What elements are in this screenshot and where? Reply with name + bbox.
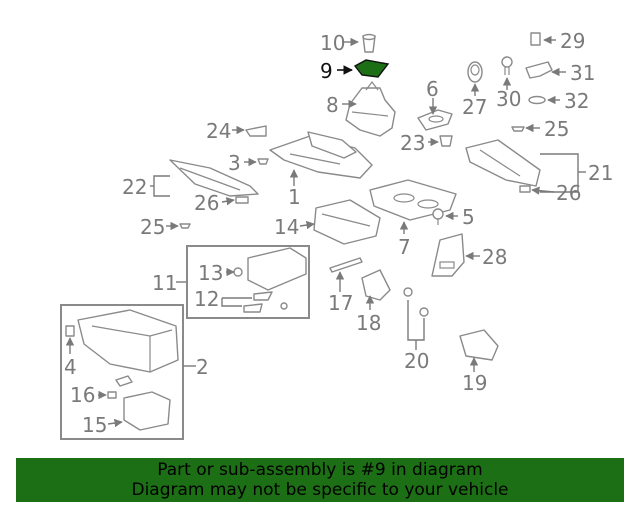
banner-line-2: Diagram may not be specific to your vehi…: [131, 480, 509, 500]
part-3-screw[interactable]: [257, 158, 269, 165]
callout-15[interactable]: 15: [82, 413, 107, 437]
part-27-side-cover[interactable]: [431, 233, 465, 277]
callout-32[interactable]: 32: [564, 89, 589, 113]
part-12-hinge[interactable]: [243, 291, 288, 313]
part-25-screw-left[interactable]: [179, 223, 191, 229]
part-19-mount[interactable]: [459, 329, 499, 361]
part-16-bolt[interactable]: [107, 391, 117, 399]
part-8-shifter[interactable]: [345, 81, 396, 137]
callout-13[interactable]: 13: [198, 261, 223, 285]
callout-29[interactable]: 29: [560, 29, 585, 53]
part-31-socket[interactable]: [525, 61, 553, 79]
part-20-bolts[interactable]: [403, 287, 429, 317]
callout-10[interactable]: 10: [320, 31, 345, 55]
callout-18[interactable]: 18: [356, 311, 381, 335]
callout-8[interactable]: 8: [326, 93, 339, 117]
part-26-clip-right[interactable]: [519, 185, 531, 193]
callout-28[interactable]: 27: [462, 95, 487, 119]
part-13-armrest-lid[interactable]: [233, 247, 307, 291]
part-14-lower-panel[interactable]: [313, 199, 381, 245]
part-17-strip[interactable]: [329, 257, 363, 273]
callout-24[interactable]: 24: [206, 119, 231, 143]
part-18-bracket[interactable]: [361, 269, 391, 301]
callout-7[interactable]: 7: [398, 235, 411, 259]
callout-30[interactable]: 30: [496, 87, 521, 111]
group-box-11: [186, 245, 310, 319]
callout-3[interactable]: 3: [228, 151, 241, 175]
callout-26-left[interactable]: 26: [194, 191, 219, 215]
callout-27[interactable]: 28: [482, 245, 507, 269]
callout-16[interactable]: 16: [70, 383, 95, 407]
part-5-screw[interactable]: [432, 208, 444, 225]
callout-17[interactable]: 17: [328, 291, 353, 315]
callout-5[interactable]: 5: [462, 205, 475, 229]
callout-14[interactable]: 14: [274, 215, 299, 239]
part-28-button[interactable]: [467, 61, 483, 83]
part-6-panel[interactable]: [417, 109, 453, 131]
part-23-clip[interactable]: [439, 135, 453, 147]
part-16-spring[interactable]: [115, 375, 133, 387]
callout-20[interactable]: 20: [404, 349, 429, 373]
part-21-rear-panel[interactable]: [465, 139, 541, 187]
group-box-2: [60, 304, 184, 440]
callout-23[interactable]: 23: [400, 131, 425, 155]
callout-25-upper[interactable]: 25: [544, 117, 569, 141]
banner-line-1: Part or sub-assembly is #9 in diagram: [157, 460, 483, 480]
callout-25-left[interactable]: 25: [140, 215, 165, 239]
callout-9-selected[interactable]: 9: [320, 59, 333, 83]
part-22-side-trim[interactable]: [169, 159, 259, 197]
part-10-shift-knob[interactable]: [362, 33, 376, 53]
callout-4[interactable]: 4: [64, 355, 77, 379]
part-15-box[interactable]: [123, 391, 171, 431]
part-29-clip[interactable]: [530, 32, 541, 46]
part-30-bulb[interactable]: [501, 56, 513, 75]
callout-12[interactable]: 12: [194, 287, 219, 311]
part-32-ring[interactable]: [528, 95, 546, 105]
part-26-clip-left[interactable]: [235, 196, 249, 204]
part-24-bracket[interactable]: [245, 125, 267, 137]
info-banner: Part or sub-assembly is #9 in diagram Di…: [16, 458, 624, 502]
part-25-screw-upper[interactable]: [511, 126, 525, 132]
callout-6[interactable]: 6: [426, 77, 439, 101]
callout-11[interactable]: 11: [152, 271, 177, 295]
part-1-console-panel[interactable]: [269, 131, 373, 179]
console-body[interactable]: [77, 309, 179, 373]
part-9-shift-boot[interactable]: [353, 59, 390, 78]
callout-26-right[interactable]: 26: [556, 181, 581, 205]
callout-31[interactable]: 31: [570, 61, 595, 85]
callout-19[interactable]: 19: [462, 371, 487, 395]
callout-22[interactable]: 22: [122, 175, 147, 199]
part-4-clip[interactable]: [65, 325, 75, 337]
callout-21[interactable]: 21: [588, 161, 613, 185]
callout-2[interactable]: 2: [196, 355, 209, 379]
callout-1[interactable]: 1: [288, 185, 301, 209]
